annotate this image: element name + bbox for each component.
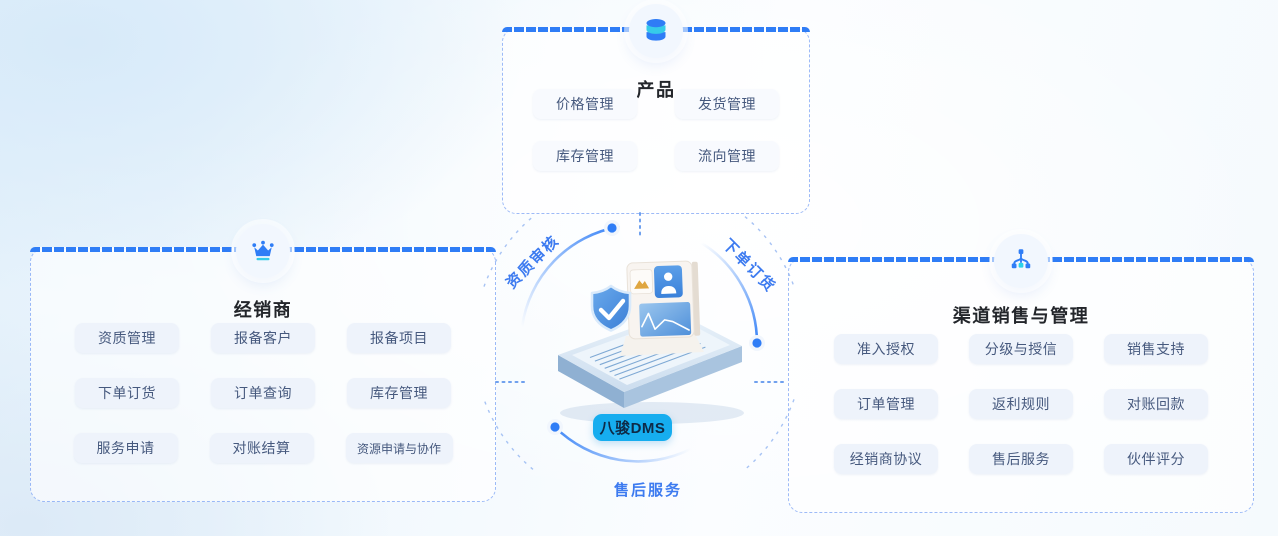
dealer-chip-row: 服务申请 对账结算 资源申请与协作 [31, 433, 495, 463]
shield-check-icon [590, 284, 632, 332]
panel-title-channel: 渠道销售与管理 [952, 305, 1090, 326]
module-chip: 对账结算 [209, 433, 314, 463]
module-chip: 流向管理 [675, 141, 779, 171]
module-chip: 订单查询 [211, 378, 315, 408]
module-chip: 订单管理 [834, 389, 938, 419]
dealer-chip-row: 资质管理 报备客户 报备项目 [31, 323, 495, 353]
module-chip: 伙伴评分 [1104, 444, 1208, 474]
user-card-icon [653, 265, 683, 299]
module-chip: 对账回款 [1104, 389, 1208, 419]
panel-title-product: 产品 [636, 79, 676, 100]
product-chip-row: 库存管理 流向管理 [503, 141, 809, 171]
arc-label-qualification-review: 资质审核 [502, 231, 563, 292]
arc-label-after-sales: 售后服务 [613, 481, 682, 499]
channel-chip-row: 订单管理 返利规则 对账回款 [789, 389, 1253, 419]
module-chip: 分级与授信 [969, 334, 1073, 364]
module-chip: 经销商协议 [834, 444, 938, 474]
module-chip: 资源申请与协作 [345, 433, 453, 463]
module-chip: 下单订货 [75, 378, 179, 408]
crown-icon [236, 224, 290, 278]
photo-icon [629, 268, 654, 295]
module-chip: 资质管理 [75, 323, 179, 353]
module-chip: 价格管理 [533, 89, 637, 119]
module-chip: 发货管理 [675, 89, 779, 119]
panel-product: 产品 价格管理 发货管理 库存管理 流向管理 [502, 4, 810, 214]
module-chip: 库存管理 [347, 378, 451, 408]
module-chip: 销售支持 [1104, 334, 1208, 364]
module-chip: 库存管理 [533, 141, 637, 171]
module-chip: 返利规则 [969, 389, 1073, 419]
panel-title-dealer: 经销商 [233, 299, 293, 320]
channel-chip-row: 经销商协议 售后服务 伙伴评分 [789, 444, 1253, 474]
arc-label-place-order: 下单订货 [719, 235, 780, 296]
laptop-illustration [558, 260, 744, 424]
keyboard-lines [589, 324, 706, 380]
module-chip: 售后服务 [969, 444, 1073, 474]
panel-dealer: 经销商 资质管理 报备客户 报备项目 下单订货 订单查询 库存管理 服务申请 对… [30, 224, 496, 502]
module-chip: 报备客户 [211, 323, 315, 353]
hub-label-bajun-dms: 八骏DMS [593, 414, 672, 441]
database-icon [629, 4, 683, 58]
line-chart-icon [639, 302, 692, 337]
panel-channel: 渠道销售与管理 准入授权 分级与授信 销售支持 订单管理 返利规则 对账回款 经… [788, 234, 1254, 513]
dealer-chip-row: 下单订货 订单查询 库存管理 [31, 378, 495, 408]
module-chip: 服务申请 [73, 433, 178, 463]
module-chip: 报备项目 [347, 323, 451, 353]
module-chip: 准入授权 [834, 334, 938, 364]
channel-chip-row: 准入授权 分级与授信 销售支持 [789, 334, 1253, 364]
product-chip-row: 价格管理 发货管理 [503, 89, 809, 119]
hierarchy-icon [994, 234, 1048, 288]
